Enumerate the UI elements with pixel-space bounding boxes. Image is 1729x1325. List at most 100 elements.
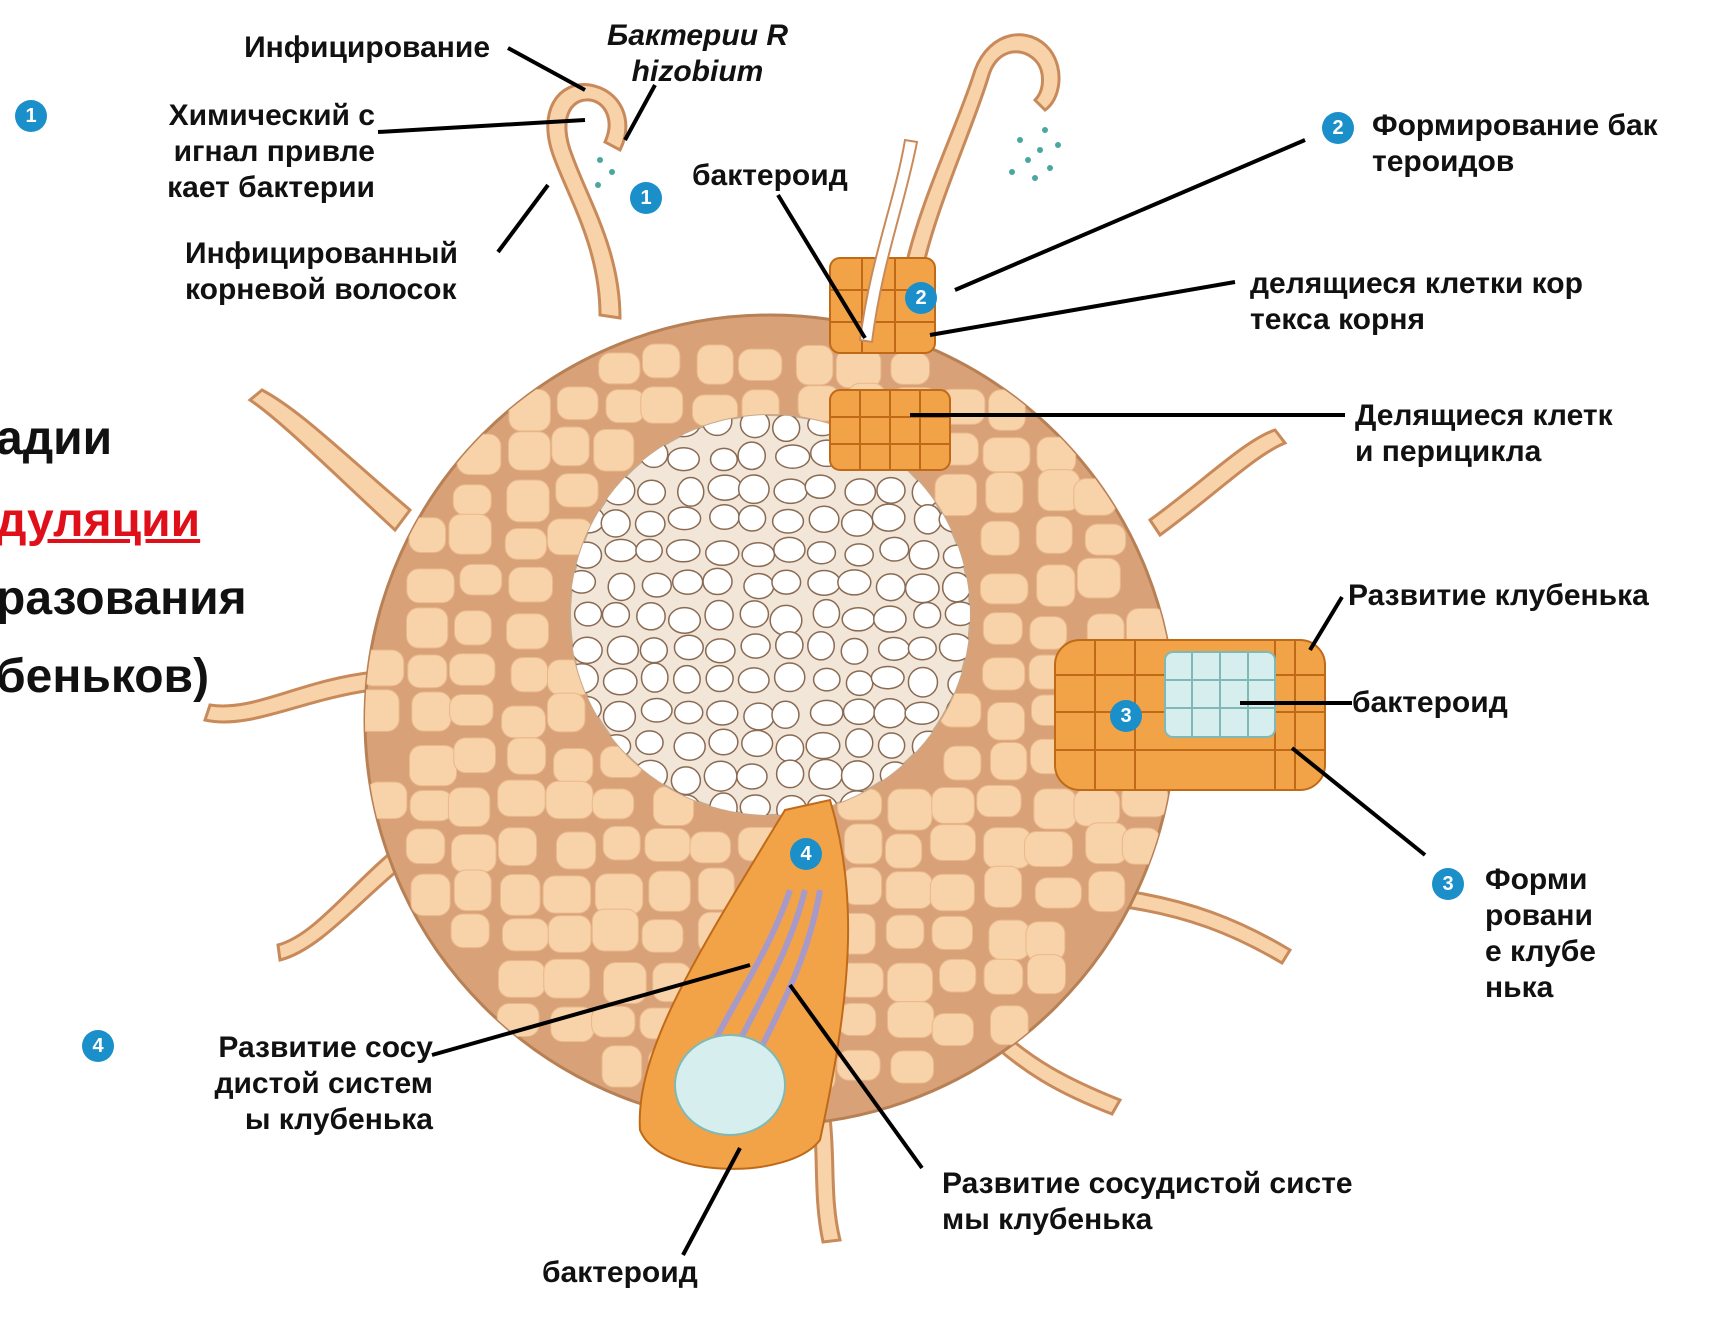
cortex-cell [606,390,645,423]
stele-cell [605,539,637,561]
cortex-cell [557,387,598,420]
cortex-cell [411,874,450,915]
label-chemical-signal: Химический сигнал привлекает бактерии [160,98,375,206]
cortex-cell [407,608,448,648]
cortex-cell [554,748,593,782]
cortex-cell [983,658,1025,690]
stele-cell [675,701,703,723]
stele-cell [671,767,700,795]
cortex-cell [556,832,595,869]
stele-cell [877,478,905,504]
label-vascular-right: Развитие сосудистой системы клубенька [942,1166,1362,1238]
cortex-cell [546,781,593,818]
cortex-cell [543,876,591,913]
cortex-cell [507,480,550,522]
cortex-cell [891,353,930,385]
cortex-cell [944,746,981,780]
dividing-pericycle-cells [830,390,950,470]
cortex-cell [739,349,782,380]
cortex-cell [602,1046,642,1087]
stele-cell [876,574,905,601]
cortex-cell [837,1050,880,1080]
stele-cell [874,699,906,728]
stele-cell [636,539,662,561]
cortex-cell [410,791,453,821]
stele-cell [841,638,867,664]
stele-cell [776,632,803,659]
label-nodule-development: Развитие клубенька [1348,578,1728,614]
stele-cell [744,703,774,730]
cortex-cell [509,389,551,431]
cortex-cell [932,1013,973,1045]
cortex-cell [455,611,492,645]
cortex-cell [453,485,491,515]
label-dividing-pericycle-cells: Делящиеся клетки перицикла [1355,398,1615,470]
cortex-cell [448,788,489,827]
cortex-cell [548,916,591,953]
stele-cell [640,638,667,663]
label-bacteroid-formation: Формирование бактероидов [1372,108,1672,180]
label-infection: Инфицирование [205,30,490,66]
cortex-cell [408,655,447,688]
cortex-cell [932,788,975,824]
stele-cell [706,541,739,565]
cortex-cell [990,743,1026,780]
stele-cell [738,442,765,469]
cortex-cell [1037,565,1075,607]
step-badge-1-hair: 1 [630,182,662,214]
stele-cell [707,701,738,725]
stele-cell [673,570,703,594]
stele-cell [678,478,704,507]
cortex-cell [649,871,691,911]
stele-cell [642,573,671,597]
stele-cell [842,761,874,791]
cortex-cell [1034,789,1076,829]
stele-cell [777,760,804,788]
stele-cell [842,510,873,536]
stele-cell [636,731,663,754]
stele-cell [813,600,839,628]
heading-line-3: разования [0,570,247,628]
cortex-cell [460,564,502,595]
cortex-cell [935,474,977,515]
stele-cell [668,507,700,529]
stele-cell [908,637,936,660]
cortex-cell [498,780,546,816]
cortex-cell [592,909,638,951]
cortex-cell [409,745,456,785]
stele-cell [773,509,804,533]
step-badge-3-label: 3 [1432,868,1464,900]
stele-cell [742,730,773,756]
stele-cell [739,475,769,503]
cortex-cell [888,789,932,830]
stele-cell [872,504,905,531]
stele-cell [772,570,801,594]
stele-cell [742,543,774,567]
label-bacteroid-top: бактероид [692,158,872,194]
cortex-cell [984,959,1023,994]
stele-cell [775,663,805,691]
cortex-cell [1074,789,1120,826]
cortex-cell [498,828,536,866]
stele-cell [843,699,874,724]
cortex-cell [599,353,640,384]
cortex-cell [595,874,643,914]
stele-cell [635,511,664,536]
nodule-right [1055,640,1325,790]
label-bacteria-rhizobium: Бактерии Rhizobium [600,18,795,90]
cortex-cell [796,345,833,384]
cortex-cell [697,345,733,384]
cortex-cell [1035,878,1081,908]
label-vascular-left: Развитие сосудистой системы клубенька [205,1030,433,1138]
stele-cell [879,637,910,660]
cortex-cell [932,916,972,949]
cortex-cell [642,920,683,953]
heading-line-4: беньков) [0,648,209,706]
cortex-cell [1122,828,1160,864]
stele-cell [846,729,873,757]
label-bacteroid-bottom: бактероид [542,1255,722,1291]
cortex-cell [930,874,974,911]
cortex-cell [886,872,932,909]
cortex-cell [886,915,924,949]
cortex-cell [836,349,881,387]
